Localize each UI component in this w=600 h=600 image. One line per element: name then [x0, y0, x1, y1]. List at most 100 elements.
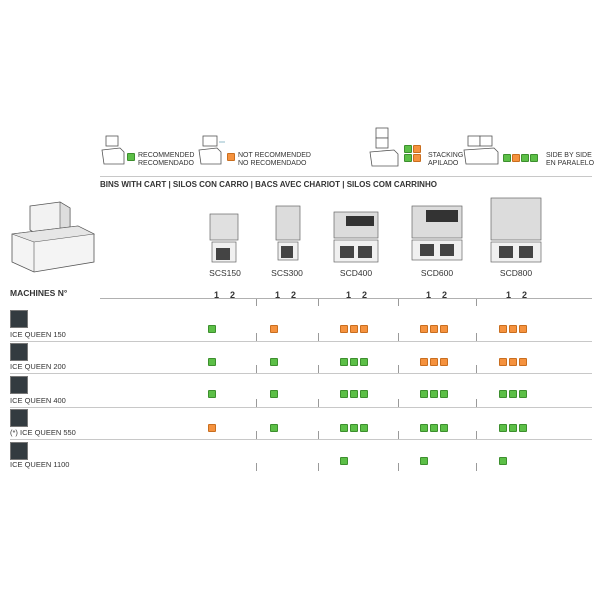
recommended-swatch	[509, 424, 517, 432]
machine-thumbnail	[10, 310, 28, 328]
machine-name: ICE QUEEN 200	[10, 362, 66, 371]
col-divider	[256, 431, 257, 439]
not-recommended-label-es: NO RECOMENDADO	[238, 160, 307, 167]
recommended-swatch	[270, 424, 278, 432]
scs300-bin-illustration	[275, 205, 301, 261]
machine-name: (*) ICE QUEEN 550	[10, 428, 76, 437]
stacking-swatch-green-2	[404, 154, 412, 162]
not-recommended-swatch	[519, 358, 527, 366]
recommended-swatch	[430, 424, 438, 432]
recommended-swatch	[360, 390, 368, 398]
col-divider	[318, 365, 319, 373]
machines-title: MACHINES N°	[10, 288, 68, 298]
scs150-bin-illustration	[209, 213, 239, 263]
not-recommended-swatch	[430, 358, 438, 366]
row-divider	[10, 373, 592, 374]
recommended-swatch	[360, 424, 368, 432]
scd800-col-1: 1	[506, 290, 512, 300]
recommended-swatch	[499, 457, 507, 465]
stacking-label-es: APILADO	[428, 160, 459, 167]
table-header-line	[100, 298, 592, 299]
not-recommended-label: NOT RECOMMENDED	[238, 152, 311, 159]
col-divider	[256, 333, 257, 341]
side-by-side-swatch-4	[530, 154, 538, 162]
side-by-side-swatch-1	[503, 154, 511, 162]
col-divider	[476, 399, 477, 407]
scd600-bin-illustration	[411, 205, 463, 261]
recommended-swatch	[360, 358, 368, 366]
col-divider	[318, 399, 319, 407]
not-recommended-swatch	[420, 325, 428, 333]
not-recommended-swatch	[420, 358, 428, 366]
recommended-machine-icon	[101, 135, 125, 165]
recommended-label: RECOMMENDED	[138, 152, 195, 159]
col-divider	[476, 431, 477, 439]
not-recommended-swatch	[440, 325, 448, 333]
recommended-swatch	[270, 358, 278, 366]
recommended-swatch	[350, 390, 358, 398]
not-recommended-swatch	[499, 358, 507, 366]
scd800-bin-illustration	[490, 197, 542, 263]
stacking-swatch-orange	[413, 145, 421, 153]
col-divider	[318, 463, 319, 471]
recommended-swatch	[270, 390, 278, 398]
recommended-swatch	[420, 390, 428, 398]
side-by-side-label: SIDE BY SIDE	[546, 152, 592, 159]
recommended-swatch	[340, 457, 348, 465]
col-divider	[476, 365, 477, 373]
not-recommended-swatch	[270, 325, 278, 333]
recommended-swatch	[519, 390, 527, 398]
side-by-side-machine-icon	[463, 135, 499, 165]
not-recommended-swatch	[227, 153, 235, 161]
machine-on-bin-illustration	[11, 201, 96, 273]
row-divider	[10, 407, 592, 408]
side-by-side-swatch-3	[521, 154, 529, 162]
not-recommended-swatch	[509, 358, 517, 366]
not-recommended-swatch	[208, 424, 216, 432]
col-divider	[476, 298, 477, 306]
scd400-bin-illustration	[333, 211, 379, 263]
not-recommended-swatch	[509, 325, 517, 333]
stacking-swatch-green	[404, 145, 412, 153]
scd600-col-1: 1	[426, 290, 432, 300]
row-divider	[10, 439, 592, 440]
not-recommended-swatch	[360, 325, 368, 333]
recommended-swatch	[350, 424, 358, 432]
recommended-swatch	[127, 153, 135, 161]
stacking-machine-icon	[369, 127, 399, 167]
recommended-swatch	[519, 424, 527, 432]
col-divider	[476, 333, 477, 341]
machine-name: ICE QUEEN 150	[10, 330, 66, 339]
scs300-col-2: 2	[291, 290, 297, 300]
col-divider	[318, 431, 319, 439]
bin-label-scd800: SCD800	[499, 268, 533, 278]
bin-label-scs300: SCS300	[271, 268, 303, 278]
row-divider	[10, 341, 592, 342]
header-divider	[100, 176, 592, 177]
recommended-swatch	[440, 424, 448, 432]
col-divider	[398, 431, 399, 439]
recommended-swatch	[208, 358, 216, 366]
bin-label-scd400: SCD400	[339, 268, 373, 278]
col-divider	[318, 298, 319, 306]
recommended-swatch	[340, 358, 348, 366]
not-recommended-swatch	[440, 358, 448, 366]
recommended-label-es: RECOMENDADO	[138, 160, 195, 167]
col-divider	[398, 365, 399, 373]
recommended-swatch	[440, 390, 448, 398]
bin-label-scd600: SCD600	[420, 268, 454, 278]
side-by-side-label-es: EN PARALELO	[546, 160, 595, 167]
recommended-swatch	[350, 358, 358, 366]
recommended-swatch	[340, 424, 348, 432]
col-divider	[256, 463, 257, 471]
not-recommended-swatch	[499, 325, 507, 333]
recommended-swatch	[420, 424, 428, 432]
scs150-col-2: 2	[230, 290, 236, 300]
machine-thumbnail	[10, 343, 28, 361]
col-divider	[318, 333, 319, 341]
machine-thumbnail	[10, 442, 28, 460]
recommended-swatch	[499, 424, 507, 432]
recommended-swatch	[499, 390, 507, 398]
recommended-swatch	[420, 457, 428, 465]
recommended-swatch	[340, 390, 348, 398]
